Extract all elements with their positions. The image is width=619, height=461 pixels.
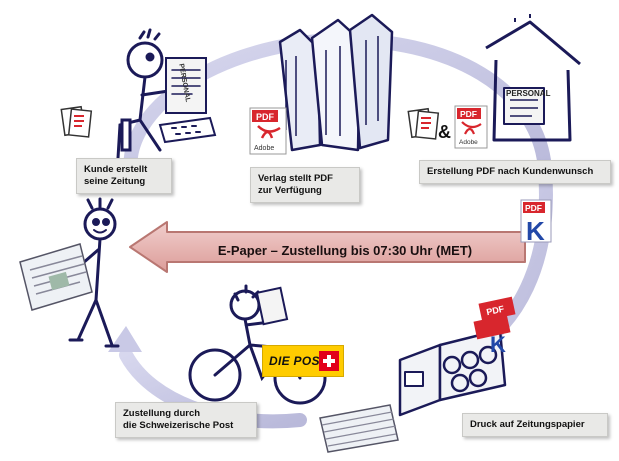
press-k-letter-text: K [490,332,506,357]
pdf-tag-text: PDF [256,112,275,122]
customer-label-line-2: seine Zeitung [84,176,164,188]
pdf-k-tag-text: PDF [525,203,542,213]
print-label-line-1: Druck auf Zeitungspapier [470,419,600,431]
house-personal-sign-text: PERSONAL [506,89,551,98]
customer-creates-label: Kunde erstellt seine Zeitung [76,158,172,194]
newspaper-bundle-icon [20,244,92,310]
publisher-buildings-drawing [280,15,392,150]
die-post-logo: DIE POST [262,345,344,377]
pdf-tag-text-2: PDF [460,109,477,119]
pdf-creation-label: Erstellung PDF nach Kundenwunsch [419,160,611,184]
delivery-label-line-1: Zustellung durch [123,408,249,420]
print-label: Druck auf Zeitungspapier [462,413,608,437]
newspaper-stack-icon [320,405,398,452]
publisher-label-line-2: zur Verfügung [258,185,352,197]
cycle-arrowhead [108,326,142,352]
k-letter-text: K [526,216,545,246]
house-drawing [486,14,580,140]
adobe-text-2: Adobe [459,139,478,146]
banner-text: E-Paper – Zustellung bis 07:30 Uhr (MET) [175,243,515,258]
adobe-text: Adobe [254,145,274,152]
customer-label-line-1: Kunde erstellt [84,164,164,176]
publisher-pdf-label: Verlag stellt PDF zur Verfügung [250,167,360,203]
ampersand-text: & [438,122,451,142]
swiss-cross-icon [319,351,339,371]
pdf-k-icon: PDF K [521,200,551,246]
docs-and-pdf-icon: & PDF Adobe [408,106,487,148]
creation-label-line-1: Erstellung PDF nach Kundenwunsch [427,166,603,178]
publisher-label-line-1: Verlag stellt PDF [258,173,352,185]
delivery-post-label: Zustellung durch die Schweizerische Post [115,402,257,438]
document-stack-icon [61,107,91,137]
pdf-adobe-icon: PDF Adobe [250,108,286,154]
delivery-label-line-2: die Schweizerische Post [123,420,249,432]
